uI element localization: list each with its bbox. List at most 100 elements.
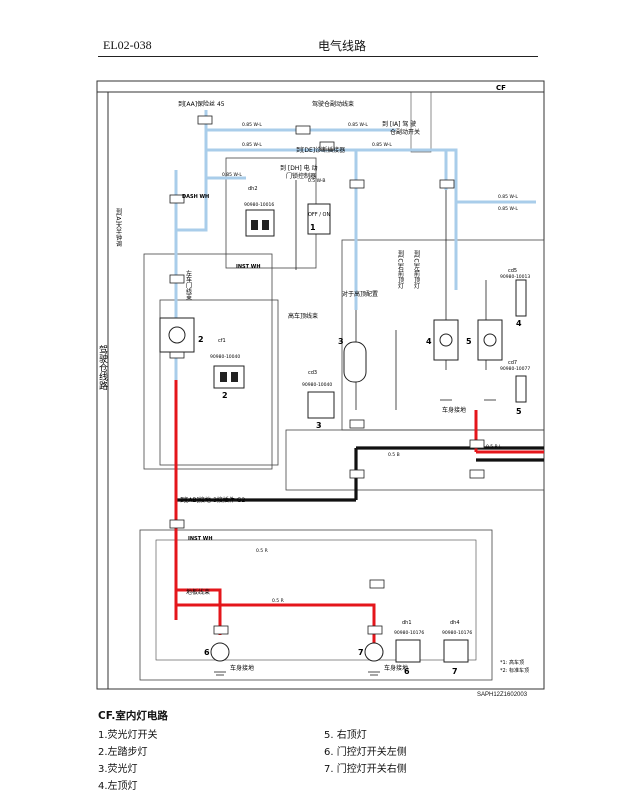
door-switch-7 — [364, 642, 384, 662]
ref-right-dome: 到[C]右前顶灯 — [397, 250, 404, 290]
svg-text:90980-10040: 90980-10040 — [210, 354, 240, 360]
svg-text:90980-10077: 90980-10077 — [500, 366, 530, 372]
dash-wh-label: DASH WH — [182, 194, 209, 200]
svg-text:0.5 R: 0.5 R — [256, 548, 268, 554]
svg-text:0.85 W-L: 0.85 W-L — [372, 142, 392, 148]
legend-item-2: 2.左踏步灯 — [98, 747, 148, 758]
connector-cf1: cf1 90980-10040 2 — [210, 338, 245, 400]
dome-light-4-lamp — [439, 333, 453, 347]
ref-a-dash: 到[A]大半钟调 — [115, 208, 122, 248]
comp-5-num: 5 — [466, 337, 472, 346]
dome-light-5 — [477, 319, 503, 361]
svg-text:0.5 R: 0.5 R — [272, 598, 284, 604]
svg-text:0.85 W-L: 0.85 W-L — [222, 172, 242, 178]
inst-inner-box — [155, 539, 477, 661]
section-tag: CF — [496, 84, 506, 92]
ref-aa-fuse: 到[AA]保险丝 45 — [178, 100, 225, 108]
connector-blocks — [169, 115, 485, 635]
body-ground-label-c: 车身接地 — [384, 664, 408, 672]
ground-symbols — [214, 399, 496, 676]
dome-light-5-lamp — [483, 333, 497, 347]
note-high-roof: *1: 高车顶 — [500, 659, 524, 666]
ref-left-dome: 到[C]左前顶灯 — [413, 250, 420, 290]
svg-text:5: 5 — [516, 407, 522, 416]
connector-cd7: cd7 90980-10077 5 — [500, 360, 530, 416]
connector-dh2: dh2 90980-10016 — [244, 186, 275, 237]
svg-text:cd5: cd5 — [508, 268, 517, 274]
ref-dh-2: 门锁控制器 — [286, 172, 316, 180]
high-roof-cfg-label: 对于高顶配置 — [342, 290, 378, 298]
page-code: EL02-038 — [103, 38, 152, 52]
door-switch-6 — [210, 642, 230, 662]
svg-text:0.85 W-L: 0.85 W-L — [242, 142, 262, 148]
comp-6-num: 6 — [204, 648, 210, 657]
legend-item-7: 7. 门控灯开关右侧 — [324, 764, 407, 775]
svg-text:0.85 W-L: 0.85 W-L — [242, 122, 262, 128]
ref-ia-1: 到 [IA] 驾 驶 — [382, 120, 416, 128]
svg-text:dh1: dh1 — [402, 620, 412, 626]
svg-text:90980-10013: 90980-10013 — [500, 274, 530, 280]
comp-2-num: 2 — [198, 335, 204, 344]
note-std-roof: *2: 标准车顶 — [500, 667, 529, 674]
step-light-2 — [159, 317, 195, 353]
svg-text:90980-10176: 90980-10176 — [394, 630, 424, 636]
legend-item-4: 4.左顶灯 — [98, 781, 138, 792]
svg-text:0.85 W-L: 0.85 W-L — [348, 122, 368, 128]
comp-3-num: 3 — [338, 337, 344, 346]
fluorescent-switch-1 — [307, 203, 331, 235]
connector-cd3: cd3 90980-10040 3 — [302, 370, 335, 430]
step-light-2-lamp — [168, 326, 186, 344]
svg-text:dh2: dh2 — [248, 186, 258, 192]
svg-text:cd7: cd7 — [508, 360, 517, 366]
connector-dh4: dh4 90980-10176 7 — [442, 620, 472, 676]
connector-cd5: cd5 90980-10013 4 — [500, 268, 530, 328]
body-ground-label-a: 车身接地 — [442, 406, 466, 414]
ref-ia-2: 仓副动开关 — [390, 128, 420, 136]
comp-4-num: 4 — [426, 337, 432, 346]
legend-item-5: 5. 右顶灯 — [324, 730, 367, 741]
inst-box — [139, 529, 493, 681]
legend-item-3: 3.荧光灯 — [98, 764, 138, 775]
svg-text:dh4: dh4 — [450, 620, 460, 626]
diagram-reference-code: SAPH12Z1602003 — [477, 692, 528, 698]
comp-1-num: 1 — [310, 223, 316, 232]
wiring-diagram: CF 驾驶仓线路 — [96, 80, 545, 690]
legend-item-1: 1.荧光灯开关 — [98, 730, 158, 741]
ia-box — [410, 91, 432, 153]
zone-label: 驾驶仓线路 — [97, 345, 108, 391]
body-ground-label-b: 车身接地 — [230, 664, 254, 672]
left-door-box — [143, 253, 273, 470]
wire-spec-labels: 0.85 W-L 0.85 W-L 0.85 W-L 0.85 W-L 0.85… — [222, 122, 518, 604]
svg-text:2: 2 — [222, 391, 228, 400]
legend: CF.室内灯电路 1.荧光灯开关 2.左踏步灯 3.荧光灯 4.左顶灯 5. 右… — [98, 708, 538, 798]
fluorescent-lamp-3 — [343, 341, 367, 383]
svg-text:cd3: cd3 — [308, 370, 317, 376]
inst-wh-label: INST WH — [188, 536, 213, 542]
svg-text:90980-10040: 90980-10040 — [302, 382, 332, 388]
left-door-inner-box — [159, 299, 279, 466]
svg-text:0.5 W-B: 0.5 W-B — [308, 178, 325, 184]
ref-ab-ground: 到[AB]接地-3接插件 G2 — [180, 496, 245, 504]
ref-de-diag: 到[DE]诊断插接器 — [296, 146, 345, 154]
svg-text:0.5 B: 0.5 B — [388, 452, 400, 458]
left-door-harness-label: 左车门线束 — [185, 269, 192, 301]
dome-light-4 — [433, 319, 459, 361]
roof-harness-label: 高车顶线束 — [288, 312, 318, 320]
svg-text:0.85 W-L: 0.85 W-L — [498, 194, 518, 200]
svg-text:3: 3 — [316, 421, 322, 430]
legend-title: CF.室内灯电路 — [98, 710, 168, 722]
switch-off-on: OFF / ON — [308, 212, 330, 218]
ref-engine-harness: 驾驶仓副动线束 — [312, 100, 354, 108]
svg-text:0.85 W-L: 0.85 W-L — [498, 206, 518, 212]
svg-text:90980-10176: 90980-10176 — [442, 630, 472, 636]
comp-7-num: 7 — [358, 648, 364, 657]
svg-text:7: 7 — [452, 667, 458, 676]
connector-dh1: dh1 90980-10176 6 — [394, 620, 424, 676]
svg-text:6: 6 — [404, 667, 410, 676]
svg-text:0.5 R-L: 0.5 R-L — [486, 444, 502, 450]
ref-dh-1: 到 [DH] 电 动 — [280, 164, 318, 172]
page-header: EL02-038 电气线路 — [0, 0, 635, 60]
svg-text:4: 4 — [516, 319, 522, 328]
svg-text:90980-10016: 90980-10016 — [244, 202, 274, 208]
svg-text:cf1: cf1 — [218, 338, 226, 344]
